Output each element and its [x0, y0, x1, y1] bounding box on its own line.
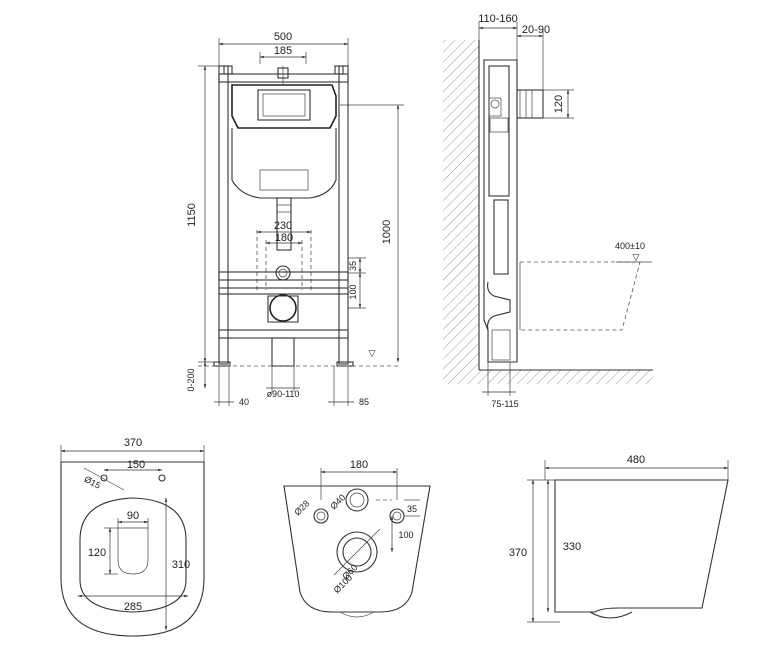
dim-dia-40: Ø40 — [328, 492, 347, 511]
dim-pipe-diameter: ø90-110 — [267, 389, 300, 399]
bowl-top-view: 370 150 Ø15 90 120 310 285 — [60, 437, 205, 637]
dim-0-200: 0-200 — [186, 368, 196, 391]
dim-120-bowl: 120 — [88, 547, 106, 559]
svg-text:▽: ▽ — [369, 348, 376, 358]
front-view: 500 185 1150 1000 — [186, 31, 404, 407]
dim-370-side: 370 — [509, 547, 527, 559]
dim-110-160: 110-160 — [478, 13, 518, 25]
bowl-back-view: 180 Ø28 Ø40 35 100 Ø60 Ø100 — [283, 459, 431, 618]
dim-180-back: 180 — [350, 459, 368, 471]
dim-40: 40 — [239, 397, 249, 407]
dim-1150: 1150 — [186, 203, 198, 227]
dim-150: 150 — [127, 459, 145, 471]
dim-100-front: 100 — [348, 284, 358, 299]
dim-85: 85 — [359, 397, 369, 407]
svg-text:▽: ▽ — [633, 252, 640, 262]
dim-20-90: 20-90 — [522, 24, 550, 36]
dim-370-top: 370 — [124, 437, 142, 449]
dim-330: 330 — [563, 541, 581, 553]
dim-230: 230 — [274, 220, 292, 232]
dim-35: 35 — [348, 261, 358, 271]
dim-185: 185 — [274, 45, 292, 57]
dim-400: 400±10 — [615, 241, 645, 251]
dim-100-back: 100 — [398, 530, 413, 540]
dim-120: 120 — [553, 95, 565, 113]
dim-285: 285 — [124, 601, 142, 613]
dim-500: 500 — [274, 31, 292, 43]
dim-35-back: 35 — [407, 504, 417, 514]
dim-180: 180 — [275, 232, 293, 244]
dim-75-115: 75-115 — [491, 399, 518, 409]
dim-480: 480 — [627, 454, 645, 466]
dim-310: 310 — [172, 559, 190, 571]
dim-90: 90 — [127, 510, 139, 522]
dim-dia-28: Ø28 — [292, 498, 311, 517]
bowl-side-view: 480 370 330 — [509, 454, 729, 623]
dim-1000: 1000 — [381, 220, 393, 244]
side-view: 110-160 20-90 120 400±10 ▽ 75-11 — [443, 13, 653, 409]
